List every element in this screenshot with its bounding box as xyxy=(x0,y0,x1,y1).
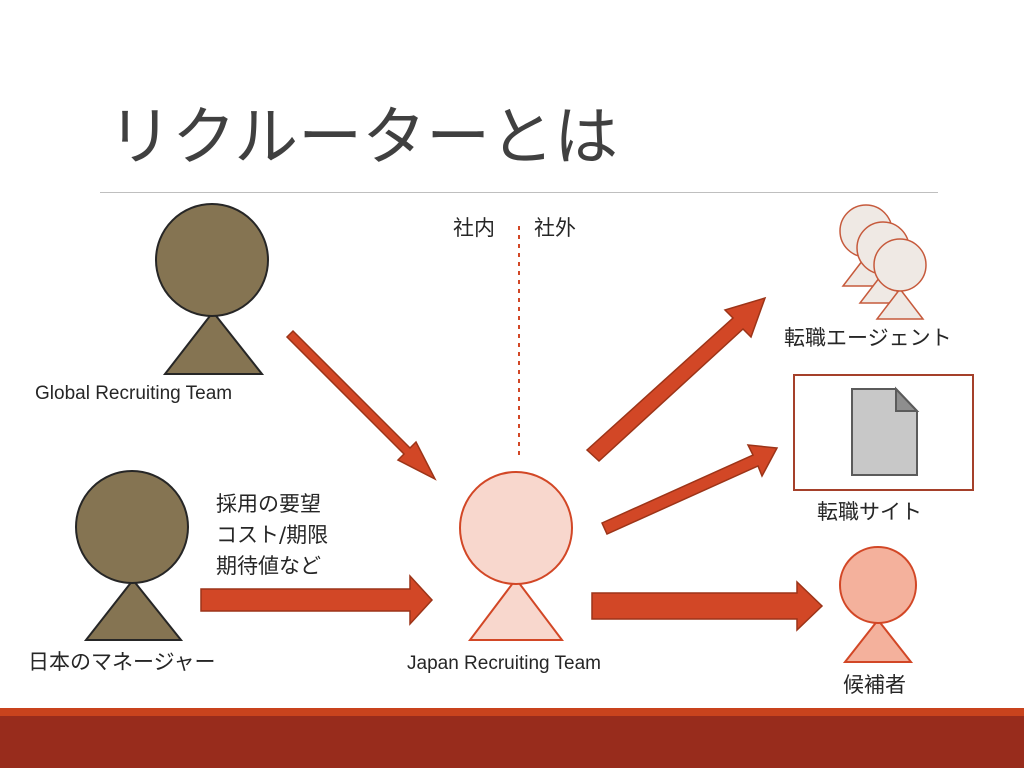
global-team-person-icon xyxy=(155,203,269,375)
arrow-japan-team-to-candidate xyxy=(591,580,824,632)
job-site-label: 転職サイト xyxy=(817,500,922,524)
requirement-item: コスト/期限 xyxy=(216,523,329,547)
agents-people-group-icon xyxy=(839,204,927,320)
arrow-japan-team-to-job-site xyxy=(601,444,779,535)
candidate-label: 候補者 xyxy=(843,673,906,697)
external-label: 社外 xyxy=(534,216,576,240)
document-icon xyxy=(851,386,920,476)
candidate-person-icon xyxy=(839,546,917,663)
internal-label: 社内 xyxy=(453,216,495,240)
footer-bar xyxy=(0,716,1024,768)
requirement-item: 期待値など xyxy=(216,554,321,578)
slide-title: リクルーターとは xyxy=(108,101,619,175)
title-divider xyxy=(100,192,938,193)
japan-team-label: Japan Recruiting Team xyxy=(407,653,601,674)
arrow-global-to-japan-team xyxy=(285,329,437,481)
japan-manager-person-icon xyxy=(75,470,189,641)
arrow-manager-to-japan-team xyxy=(200,574,434,626)
arrow-japan-team-to-agents xyxy=(585,296,767,463)
japan-team-person-icon xyxy=(459,471,573,641)
footer-accent-stripe xyxy=(0,708,1024,716)
agents-label: 転職エージェント xyxy=(784,326,952,350)
manager-requirements-list: 採用の要望 コスト/期限 期待値など xyxy=(216,489,328,582)
japan-manager-label: 日本のマネージャー xyxy=(28,650,216,674)
global-team-label: Global Recruiting Team xyxy=(35,383,233,404)
requirement-item: 採用の要望 xyxy=(216,492,321,516)
